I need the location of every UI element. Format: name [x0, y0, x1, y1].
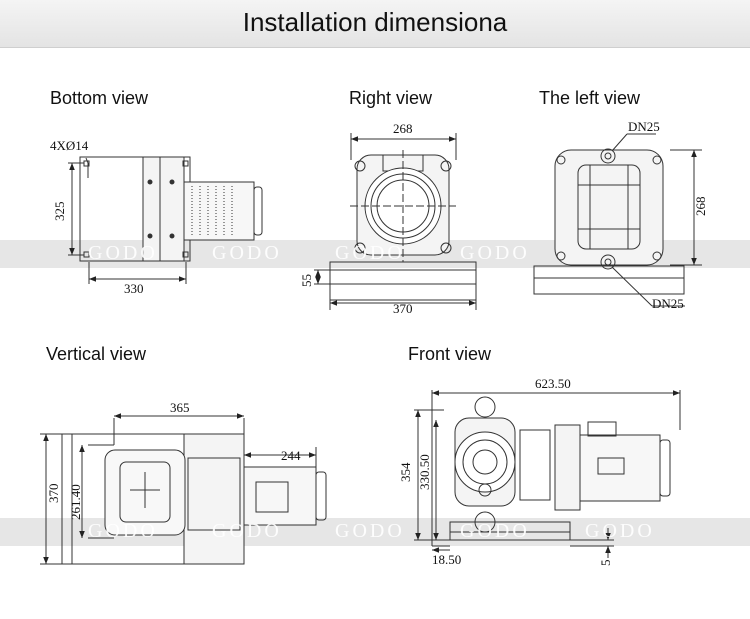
vertical-view-drawing: [40, 413, 327, 565]
label-bottom-view: Bottom view: [50, 88, 149, 108]
front-base-dim: 5: [598, 560, 613, 567]
right-height-dim: 55: [299, 274, 314, 287]
label-vertical-view: Vertical view: [46, 344, 147, 364]
watermark-text: GODO: [88, 520, 158, 542]
vertical-length-dim: 365: [170, 400, 190, 415]
label-left-view: The left view: [539, 88, 641, 108]
watermark-text: GODO: [585, 520, 655, 542]
page-title: Installation dimensiona: [242, 7, 508, 37]
right-view-drawing: [314, 133, 477, 310]
right-width-base-dim: 370: [393, 301, 413, 316]
front-length-dim: 623.50: [535, 376, 571, 391]
left-port-top: DN25: [628, 119, 660, 134]
vertical-width-dim: 370: [46, 484, 61, 504]
watermark-text: GODO: [335, 520, 405, 542]
bottom-view-drawing: [68, 156, 263, 284]
vertical-motor-dim: 244: [281, 448, 301, 463]
vertical-inner-dim: 261.40: [68, 484, 83, 520]
left-view-drawing: [533, 133, 702, 307]
watermark-text: GODO: [88, 242, 158, 264]
watermark-text: GODO: [460, 520, 530, 542]
header-bar: Installation dimensiona: [0, 0, 750, 48]
label-front-view: Front view: [408, 344, 492, 364]
watermark-text: GODO: [460, 242, 530, 264]
front-height-dim: 354: [398, 462, 413, 482]
watermark-text: GODO: [212, 520, 282, 542]
left-height-dim: 268: [693, 197, 708, 217]
bottom-depth-dim: 325: [52, 202, 67, 222]
bottom-width-dim: 330: [124, 281, 144, 296]
front-offset-dim: 18.50: [432, 552, 461, 567]
right-width-top-dim: 268: [393, 121, 413, 136]
watermark-text: GODO: [335, 242, 405, 264]
front-view-drawing: [414, 390, 681, 558]
left-port-bottom: DN25: [652, 296, 684, 311]
label-right-view: Right view: [349, 88, 433, 108]
bottom-holes-note: 4XØ14: [50, 138, 89, 153]
front-center-dim: 330.50: [417, 454, 432, 490]
watermark-text: GODO: [212, 242, 282, 264]
